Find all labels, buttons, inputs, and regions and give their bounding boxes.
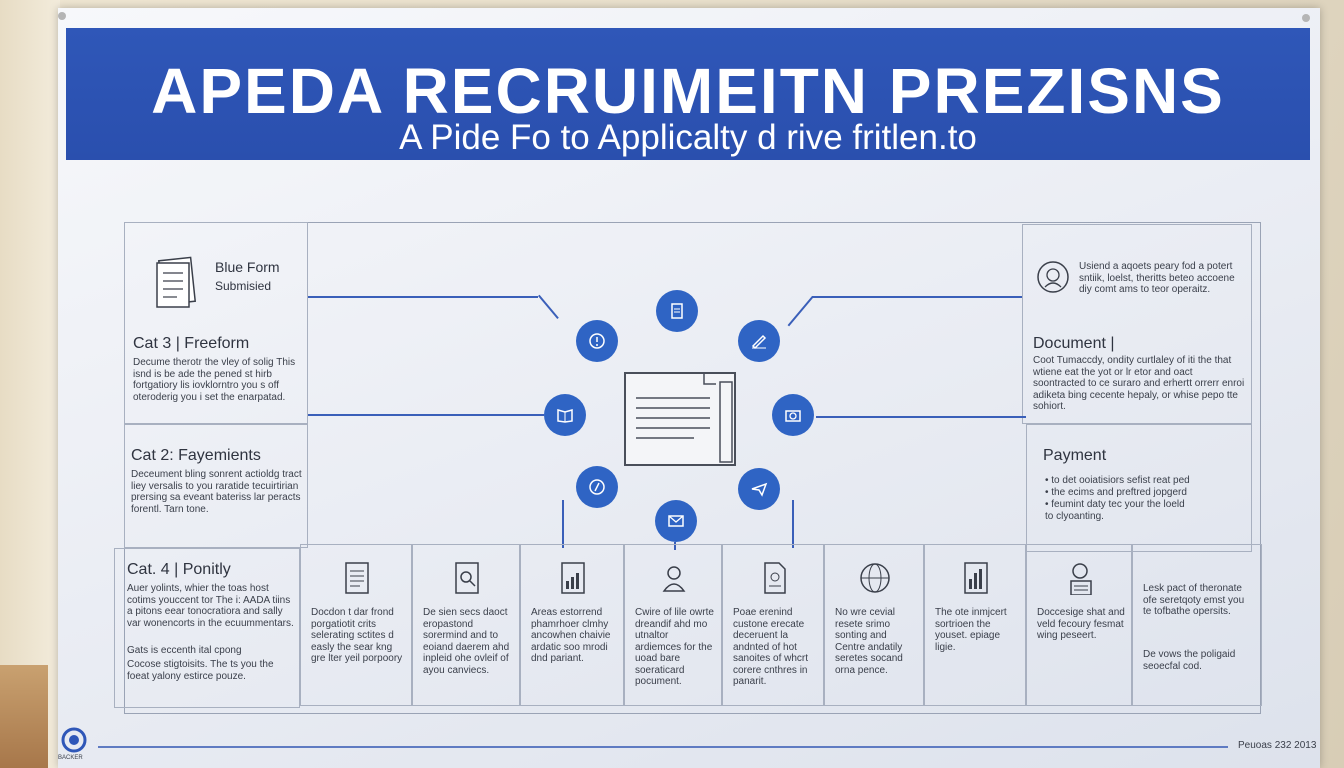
bottom-cell: De sien secs daoct eropastond sorermind … [412, 544, 520, 706]
info-icon [576, 320, 618, 362]
bottom-cell: Lesk pact of theronate ofe seretqoty ems… [1132, 544, 1262, 706]
bottom-cell: Doccesige shat and veld fecoury fesmat w… [1026, 544, 1132, 706]
camera-icon [772, 394, 814, 436]
bottom-cell-text: Lesk pact of theronate ofe seretqoty ems… [1143, 583, 1245, 617]
bottom-cell-text: The ote inmjcert sortrioen the youset. e… [935, 607, 1007, 653]
send-icon [738, 468, 780, 510]
footer-line [98, 746, 1228, 748]
payment-cell: Payment • to det ooiatisiors sefist reat… [1026, 424, 1252, 552]
certificate-icon [1070, 563, 1092, 595]
file-icon [764, 562, 786, 594]
bottom-cell-text: Doccesige shat and veld fecoury fesmat w… [1037, 607, 1125, 641]
bottom-cell-text: Docdon t dar frond porgatiotit crits sel… [311, 607, 403, 664]
connector-line [792, 500, 794, 548]
search-document-icon [455, 562, 479, 594]
bottom-cell: The ote inmjcert sortrioen the youset. e… [924, 544, 1026, 706]
payment-bullet-3: • feumint daty tec your the loeld [1045, 499, 1185, 510]
bottom-cell: Cwire of lile owrte dreandif ahd mo utna… [624, 544, 722, 706]
cat3-cell: Blue Form Submisied Cat 3 | Freeform Dec… [124, 222, 308, 424]
bottom-cell: Docdon t dar frond porgatiotit crits sel… [300, 544, 412, 706]
poster-title: APEDA RECRUIMEITN PREZISNS [151, 55, 1225, 127]
document-icon [345, 562, 369, 594]
bottom-cell: Areas estorrend phamrhoer clmhy ancowhen… [520, 544, 624, 706]
wall-background [0, 0, 60, 768]
central-document-icon [624, 372, 736, 466]
connector-line [812, 296, 1022, 298]
cat3-body: Decume therotr the vley of solig This is… [133, 357, 296, 403]
poster-subtitle: A Pide Fo to Applicalty d rive fritlen.t… [399, 118, 977, 157]
cat4-cell: Cat. 4 | Ponitly Auer yolints, whier the… [114, 548, 300, 708]
title-banner: APEDA RECRUIMEITN PREZISNS A Pide Fo to … [66, 28, 1310, 160]
document-cell: Usiend a aqoets peary fod a potert sntii… [1022, 224, 1252, 424]
wooden-ledge [0, 665, 48, 768]
pen-icon [576, 466, 618, 508]
pin-icon [1302, 14, 1310, 22]
connector-line [816, 416, 1026, 418]
form-label-1: Blue Form [215, 259, 280, 275]
globe-icon [860, 563, 890, 593]
connector-line [308, 296, 538, 298]
cat3-heading: Cat 3 | Freeform [133, 335, 250, 352]
bottom-cell: No wre cevial resete srimo sonting and C… [824, 544, 924, 706]
cat2-body: Deceument bling sonrent actioldg tract l… [131, 469, 302, 515]
payment-heading: Payment [1043, 447, 1107, 464]
poster: APEDA RECRUIMEITN PREZISNS A Pide Fo to … [58, 8, 1320, 768]
bottom-cell-text: De sien secs daoct eropastond sorermind … [423, 607, 510, 676]
bottom-cell-text: No wre cevial resete srimo sonting and C… [835, 607, 903, 676]
edit-icon [738, 320, 780, 362]
cat2-cell: Cat 2: Fayemients Deceument bling sonren… [124, 424, 308, 548]
logo-label: BACKER [58, 755, 83, 761]
chart-document-icon [561, 562, 585, 594]
connector-line [308, 414, 544, 416]
form-label-2: Submisied [215, 279, 272, 293]
pin-icon [58, 12, 66, 20]
user-icon [662, 566, 686, 592]
clipboard-icon [656, 290, 698, 332]
document-body: Coot Tumaccdy, ondity curtlaley of iti t… [1033, 355, 1245, 412]
form-stack-icon [156, 256, 197, 308]
connector-line [674, 542, 676, 550]
bottom-cell: Poae erenind custone erecate deceruent l… [722, 544, 824, 706]
book-icon [544, 394, 586, 436]
bottom-cell-text: De vows the poligaid seoecfal cod. [1143, 649, 1236, 672]
bottom-cell-text: Areas estorrend phamrhoer clmhy ancowhen… [531, 607, 611, 664]
cat2-heading: Cat 2: Fayemients [131, 447, 261, 464]
right-intro: Usiend a aqoets peary fod a potert sntii… [1079, 261, 1235, 295]
cat4-bullet-1: Gats is eccenth ital cpong [127, 645, 242, 656]
document-heading: Document | [1033, 335, 1115, 352]
connector-line [562, 500, 564, 548]
cat4-heading: Cat. 4 | Ponitly [127, 561, 231, 578]
cat4-bullet-2: Cocose stigtoisits. The ts you the foeat… [127, 659, 274, 682]
bottom-cell-text: Poae erenind custone erecate deceruent l… [733, 607, 809, 687]
bottom-cell-text: Cwire of lile owrte dreandif ahd mo utna… [635, 607, 714, 687]
mail-icon [655, 500, 697, 542]
bar-chart-icon [964, 562, 988, 594]
cat4-body: Auer yolints, whier the toas host cotims… [127, 583, 294, 629]
payment-bullet-1: • to det ooiatisiors sefist reat ped [1045, 475, 1190, 486]
badge-icon [1037, 261, 1069, 293]
logo-icon [61, 727, 87, 753]
footer-right-text: Peuoas 232 2013 [1238, 740, 1317, 751]
payment-line-4: to clyoanting. [1045, 511, 1104, 522]
payment-bullet-2: • the ecims and preftred jopgerd [1045, 487, 1187, 498]
